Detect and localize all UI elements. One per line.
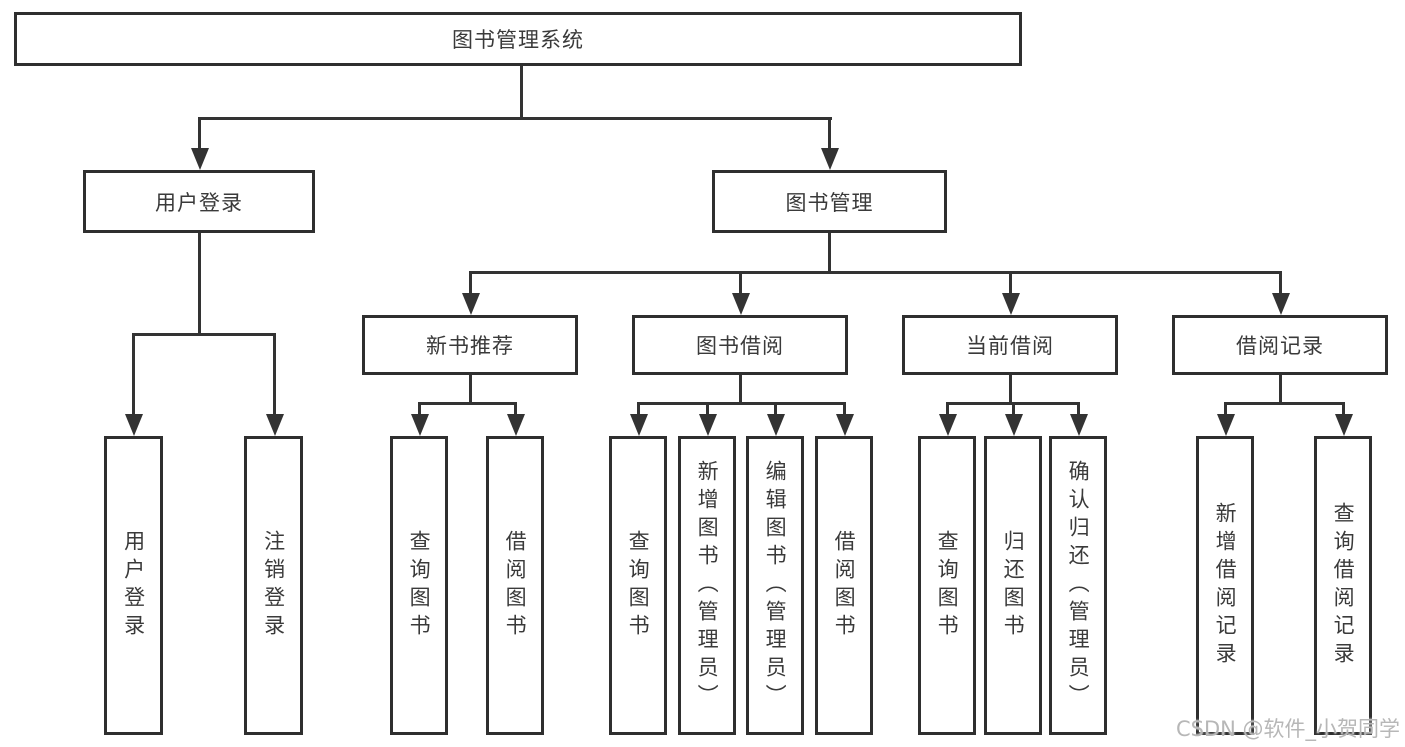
leaf-borrow-books-2-label: 借阅图书 [832, 529, 857, 642]
arrow-down-icon [939, 414, 957, 436]
connector-line [739, 375, 742, 405]
leaf-confirm-return-admin: 确认归还（管理员） [1049, 436, 1107, 735]
leaf-borrow-books-2: 借阅图书 [815, 436, 873, 735]
node-new-book-recommend-label: 新书推荐 [426, 334, 514, 358]
node-book-borrow-label: 图书借阅 [696, 334, 784, 358]
leaf-query-books-1-label: 查询图书 [407, 529, 432, 642]
leaf-borrow-books-1: 借阅图书 [486, 436, 544, 735]
connector-line [1279, 375, 1282, 405]
connector-line [198, 117, 832, 120]
node-user-login: 用户登录 [83, 170, 315, 233]
connector-line [514, 402, 517, 418]
connector-line [469, 271, 1282, 274]
connector-line [198, 233, 201, 336]
leaf-query-books-2-label: 查询图书 [626, 529, 651, 642]
leaf-user-login-label: 用户登录 [121, 529, 146, 642]
leaf-edit-books-admin: 编辑图书（管理员） [746, 436, 804, 735]
arrow-down-icon [191, 148, 209, 170]
leaf-edit-books-admin-label: 编辑图书（管理员） [763, 459, 788, 712]
node-book-management-label: 图书管理 [785, 190, 874, 215]
node-book-borrow: 图书借阅 [632, 315, 848, 375]
arrow-down-icon [266, 414, 284, 436]
arrow-down-icon [767, 414, 785, 436]
node-current-borrow-label: 当前借阅 [966, 334, 1054, 358]
connector-line [843, 402, 846, 418]
leaf-query-borrow-record-label: 查询借阅记录 [1331, 501, 1356, 670]
node-borrow-records-label: 借阅记录 [1236, 334, 1324, 358]
leaf-add-books-admin-label: 新增图书（管理员） [695, 459, 720, 712]
node-borrow-records: 借阅记录 [1172, 315, 1388, 375]
leaf-query-borrow-record: 查询借阅记录 [1314, 436, 1372, 735]
connector-line [469, 271, 472, 297]
connector-line [946, 402, 949, 418]
leaf-logout-label: 注销登录 [261, 529, 286, 642]
arrow-down-icon [1335, 414, 1353, 436]
leaf-return-books-label: 归还图书 [1001, 529, 1026, 642]
arrow-down-icon [699, 414, 717, 436]
connector-line [132, 333, 276, 336]
leaf-borrow-books-1-label: 借阅图书 [503, 529, 528, 642]
connector-line [828, 117, 831, 151]
connector-line [198, 117, 201, 151]
arrow-down-icon [732, 293, 750, 315]
connector-line [418, 402, 421, 418]
arrow-down-icon [1217, 414, 1235, 436]
leaf-add-books-admin: 新增图书（管理员） [678, 436, 736, 735]
node-current-borrow: 当前借阅 [902, 315, 1118, 375]
leaf-query-books-3: 查询图书 [918, 436, 976, 735]
leaf-add-borrow-record-label: 新增借阅记录 [1213, 501, 1238, 670]
node-root: 图书管理系统 [14, 12, 1022, 66]
connector-line [1009, 375, 1012, 405]
connector-line [418, 402, 516, 405]
connector-line [520, 66, 523, 119]
connector-line [1009, 271, 1012, 297]
arrow-down-icon [630, 414, 648, 436]
connector-line [1224, 402, 1344, 405]
connector-line [132, 333, 135, 418]
node-root-label: 图书管理系统 [452, 28, 584, 52]
arrow-down-icon [1005, 414, 1023, 436]
connector-line [637, 402, 640, 418]
arrow-down-icon [836, 414, 854, 436]
connector-line [1279, 271, 1282, 297]
connector-line [706, 402, 709, 418]
arrow-down-icon [462, 293, 480, 315]
arrow-down-icon [507, 414, 525, 436]
connector-line [739, 271, 742, 297]
connector-line [1342, 402, 1345, 418]
leaf-return-books: 归还图书 [984, 436, 1042, 735]
leaf-query-books-1: 查询图书 [390, 436, 448, 735]
connector-line [1224, 402, 1227, 418]
connector-line [1012, 402, 1015, 418]
leaf-user-login: 用户登录 [104, 436, 163, 735]
connector-line [637, 402, 845, 405]
connector-line [273, 333, 276, 418]
arrow-down-icon [1070, 414, 1088, 436]
arrow-down-icon [125, 414, 143, 436]
leaf-confirm-return-admin-label: 确认归还（管理员） [1066, 459, 1091, 712]
connector-line [1077, 402, 1080, 418]
leaf-logout: 注销登录 [244, 436, 303, 735]
node-user-login-label: 用户登录 [155, 190, 243, 215]
leaf-add-borrow-record: 新增借阅记录 [1196, 436, 1254, 735]
leaf-query-books-2: 查询图书 [609, 436, 667, 735]
connector-line [469, 375, 472, 405]
connector-line [828, 233, 831, 274]
arrow-down-icon [411, 414, 429, 436]
arrow-down-icon [821, 148, 839, 170]
arrow-down-icon [1002, 293, 1020, 315]
arrow-down-icon [1272, 293, 1290, 315]
connector-line [774, 402, 777, 418]
leaf-query-books-3-label: 查询图书 [935, 529, 960, 642]
watermark: CSDN @软件_小贺同学 [1176, 717, 1401, 741]
node-book-management: 图书管理 [712, 170, 947, 233]
node-new-book-recommend: 新书推荐 [362, 315, 578, 375]
